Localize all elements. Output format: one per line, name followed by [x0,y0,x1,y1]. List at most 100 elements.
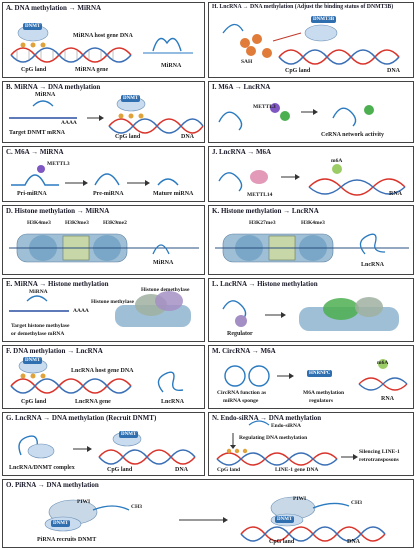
cerna-label: CeRNA network activity [321,132,384,138]
panel-e: E. MiRNA → Histone methylation MiRNA AAA… [2,278,205,342]
gene-label: MiRNA gene [75,67,109,73]
dnmt-enzyme: DNMT [121,95,141,102]
mettl3-label: METTL3 [253,104,276,110]
panel-c: C. M6A → MiRNA METTL3 Pri-miRNA Pre-miRN… [2,146,205,202]
panel-title: C. M6A → MiRNA [6,148,64,156]
panel-m: M. CircRNA → M6A HNRNPC m6A CircRNA func… [208,345,414,409]
panel-g: G. LncRNA → DNA methylation (Recruit DNM… [2,412,205,476]
panel-l: L. LncRNA → Histone methylation Regulato… [208,278,414,342]
pirna-illustration [44,496,386,542]
panel-n: N. Endo-siRNA → DNA methylation Endo-siR… [208,412,414,476]
panel-j: J. LncRNA → M6A m6A METTL14 RNA [208,146,414,202]
pre-mirna-label: Pre-miRNA [93,191,124,197]
ch3-label-2: CH3 [351,500,362,506]
panel-i: I. M6A → LncRNA METTL3 CeRNA network act… [208,81,414,143]
panel-b: B. MiRNA → DNA methylation MiRNA AAAA Ta… [2,81,205,143]
panel-o: O. PiRNA → DNA methylation PIWI DNMT CH3… [2,479,414,548]
panel-title: A. DNA methylation → MiRNA [6,4,102,12]
panel-title: M. CircRNA → M6A [212,347,276,355]
mirna-processing [11,165,179,186]
dna-label: DNA [175,467,188,473]
pri-mirna-label: Pri-miRNA [17,191,47,197]
gene-label: LncRNA gene [75,399,111,405]
hnrnpc-enzyme: HNRNPC [307,370,333,377]
host-gene-label: LncRNA host gene DNA [71,368,134,374]
regulator-label-2: regulators [309,398,334,404]
nucleosome-illustration [215,233,409,263]
panel-title: D. Histone methylation → MiRNA [6,207,110,215]
demethylase-label: Histone demethylase [141,287,190,293]
cpg-label: CpG land [217,467,241,473]
mirna-label: MiRNA [161,63,182,69]
dnmt-enzyme: DNMT [51,520,71,527]
lncrna-label: LncRNA [161,399,185,405]
dnmt-enzyme-2: DNMT [275,516,295,523]
panel-h: H. LncRNA → DNA methylation (Adjust the … [208,2,414,78]
h3k4me3-label: H3K4me3 [301,220,325,226]
dnmt3b-enzyme: DNMT3B [311,16,337,23]
panel-k: K. Histone methylation → LncRNA H3K27me3… [208,205,414,275]
endo-sirna-label: Endo-siRNA [271,423,301,429]
cpg-label: CpG land [269,539,295,545]
panel-title: J. LncRNA → M6A [212,148,272,156]
m6a-label: m6A [377,360,389,366]
target-label-1: Target histone methylase [11,323,70,329]
sah-label: SAH [241,59,253,65]
line-gene-label: LINE-1 gene DNA [275,467,319,473]
lncrna-histone-illustration [222,297,399,331]
panel-title: H. LncRNA → DNA methylation (Adjust the … [212,4,394,10]
mettl3-label: METTL3 [47,161,70,167]
regulating-label: Regulating DNA methylation [239,435,308,441]
dnmt-enzyme: DNMT [23,357,43,364]
panel-d: D. Histone methylation → MiRNA H3K4me3 H… [2,205,205,275]
h3k4me3-label: H3K4me3 [27,220,51,226]
complex-label: LncRNA/DNMT complex [9,465,75,471]
sponge-label-2: miRNA sponge [223,398,259,404]
silencing-label-2: retrotransposons [359,457,399,463]
cpg-label: CpG land [107,467,133,473]
h3k9me2-label: H3K9me2 [103,220,127,226]
sponge-label-1: CircRNA function as [217,390,267,396]
mirna-label: MiRNA [29,289,48,295]
panel-title: N. Endo-siRNA → DNA methylation [212,414,322,422]
panel-title: K. Histone methylation → LncRNA [212,207,319,215]
cpg-label: CpG land [115,134,141,140]
recruit-label: PiRNA recruits DNMT [37,537,97,543]
target-label-2: or demethylase mRNA [11,331,65,337]
dna-illustration [10,24,193,63]
piwi-label-2: PIWI [293,496,307,502]
cpg-label: CpG land [21,399,47,405]
rna-label: RNA [381,396,394,402]
h3k27me3-label: H3K27me3 [249,220,276,226]
regulator-label: Regulator [227,331,253,337]
methylase-label: Histone methylase [91,299,134,305]
panel-title: O. PiRNA → DNA methylation [6,481,99,489]
regulator-label-1: M6A methylation [303,390,345,396]
nucleosome-illustration [9,233,199,263]
panel-a: A. DNA methylation → MiRNA DNMT MiRNA ho… [2,2,205,78]
polya-label: AAAA [73,308,89,314]
mirna-label: MiRNA [35,92,56,98]
panel-title: F. DNA methylation → LncRNA [6,347,103,355]
piwi-label: PIWI [77,499,91,505]
mature-mirna-label: Mature miRNA [153,191,194,197]
target-label: Target DNMT mRNA [9,130,65,136]
m6a-lncrna-illustration [218,103,374,131]
rna-label: RNA [389,191,402,197]
panel-title: E. MiRNA → Histone methylation [6,280,109,288]
mirna-label: MiRNA [153,260,174,266]
lncrna-m6a-illustration [218,164,406,196]
dnmt3b-illustration [222,23,400,65]
circrna-illustration [224,359,408,391]
mettl14-label: METTL14 [247,192,273,198]
panel-title: L. LncRNA → Histone methylation [212,280,318,288]
panel-title: I. M6A → LncRNA [212,83,271,91]
dnmt-enzyme: DNMT [23,23,43,30]
polya-label: AAAA [61,120,77,126]
panel-title: B. MiRNA → DNA methylation [6,83,101,91]
host-gene-label: MiRNA host gene DNA [73,33,133,39]
cpg-label: CpG land [21,67,47,73]
panel-title: G. LncRNA → DNA methylation (Recruit DNM… [6,414,157,422]
dnmt-enzyme: DNMT [119,431,139,438]
panel-f: F. DNA methylation → LncRNA DNMT LncRNA … [2,345,205,409]
